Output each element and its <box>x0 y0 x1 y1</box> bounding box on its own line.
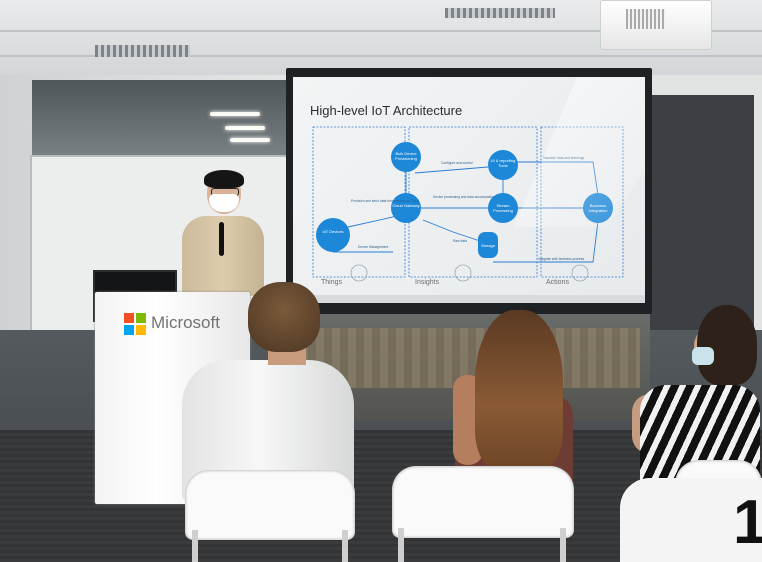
white-chair <box>185 470 355 540</box>
chair-leg <box>342 530 348 562</box>
projector-vents <box>626 9 666 29</box>
projection-screen: High-level IoT Architecture IoT Devices … <box>293 77 645 303</box>
connector-line <box>493 220 599 263</box>
audience-member-shoulder <box>620 478 762 562</box>
ceiling-light <box>230 138 270 142</box>
chair-leg <box>398 528 404 562</box>
cloud-gateway-node <box>391 193 421 223</box>
ui-reporting-label: UI & reporting Tools <box>490 158 516 168</box>
column-label-insights: Insights <box>415 279 440 286</box>
ceiling-light <box>225 126 265 130</box>
connector-line <box>414 166 489 174</box>
ceiling-vent <box>95 45 190 57</box>
raw-data-label: Raw data <box>453 239 467 243</box>
cloud-gateway-label: Cloud Gateway <box>392 203 420 208</box>
white-chair <box>392 466 574 538</box>
screen-bottom-bar <box>293 295 645 303</box>
glass-window <box>32 80 287 160</box>
provision-label: Provision and send data from devices to … <box>351 199 420 203</box>
audience-member-head <box>248 282 320 352</box>
logo-square-red <box>124 313 134 323</box>
lightbulb-icon <box>454 264 472 282</box>
microphone <box>219 222 224 256</box>
column-label-actions: Actions <box>546 279 569 286</box>
overlay-number: 1 <box>733 488 762 557</box>
things-region <box>312 126 406 278</box>
podium-brand-text: Microsoft <box>151 313 220 332</box>
chair-leg <box>560 528 566 562</box>
ceiling-grid-line <box>0 55 762 57</box>
audience-member-hair <box>697 305 757 385</box>
stream-processing-node <box>488 193 518 223</box>
connector-line <box>422 219 484 243</box>
device-processing-label: Device processing and data accumulation <box>433 195 495 199</box>
wifi-icon <box>350 264 368 282</box>
presenter <box>172 170 272 296</box>
audience-member-hair <box>475 310 563 470</box>
iot-devices-node <box>316 218 350 252</box>
configure-label: Configure and control <box>441 161 473 165</box>
projector <box>600 0 712 50</box>
bulk-device-label: Bulk Device Provisioning <box>395 151 417 161</box>
microsoft-logo-icon <box>124 313 146 335</box>
presenter-hair <box>204 170 244 188</box>
device-management-label: Device Management <box>358 245 389 249</box>
hand-icon <box>571 264 589 282</box>
logo-square-green <box>136 313 146 323</box>
ui-reporting-node <box>488 150 518 180</box>
ceiling-vent <box>445 8 555 18</box>
slide-title: High-level IoT Architecture <box>310 103 463 118</box>
bulk-device-node <box>391 142 421 172</box>
logo-square-blue <box>124 325 134 335</box>
storage-node <box>478 232 498 258</box>
insights-region <box>408 126 538 278</box>
stream-processing-label: Stream Processing <box>493 203 513 213</box>
chair-leg <box>192 530 198 562</box>
iot-devices-label: IoT Devices <box>322 229 344 234</box>
integrate-label: Integrate with business process <box>538 257 585 261</box>
presenter-mask <box>209 194 239 212</box>
ceiling-grid-line <box>0 30 762 32</box>
ceiling-light <box>210 112 260 116</box>
storage-label: Storage <box>480 243 495 248</box>
logo-square-yellow <box>136 325 146 335</box>
column-label-things: Things <box>321 279 343 286</box>
audience-member-mask <box>692 347 714 365</box>
